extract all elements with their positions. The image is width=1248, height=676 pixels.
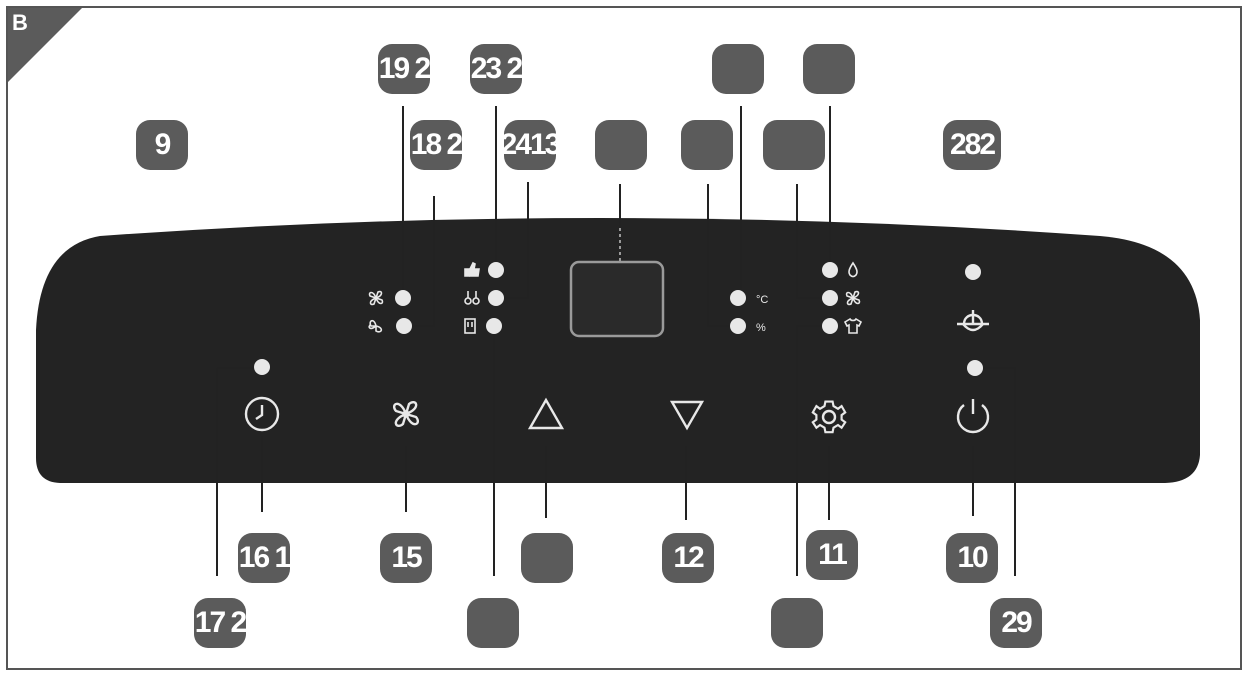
led-recommended — [488, 262, 504, 278]
led-dehumidify — [488, 290, 504, 306]
led-drop — [822, 262, 838, 278]
temp-unit-label: °C — [756, 294, 768, 306]
power-icon[interactable] — [956, 399, 990, 434]
callout-bottom-blank-2 — [467, 598, 519, 648]
corner-tab — [8, 8, 82, 82]
thumbs-up-icon — [464, 261, 480, 277]
callout-9: 9 — [136, 120, 188, 170]
callout-19: 19 2 — [378, 44, 430, 94]
callout-29: 29 — [990, 598, 1042, 648]
led-laundry — [822, 318, 838, 334]
callout-18: 18 2 — [410, 120, 462, 170]
callout-10: 10 — [946, 533, 998, 583]
humidity-unit-label: % — [756, 322, 766, 334]
callout-17: 17 2 — [194, 598, 246, 648]
led-tank-full — [486, 318, 502, 334]
dehumidify-icon — [464, 291, 480, 305]
timer-icon[interactable] — [244, 396, 280, 432]
callout-mid-blank-1 — [595, 120, 647, 170]
triangle-up-icon[interactable] — [527, 397, 565, 430]
lock-icon — [957, 310, 989, 332]
led-timer — [254, 359, 270, 375]
gear-icon[interactable] — [811, 400, 847, 434]
figure-corner-label: B — [12, 10, 28, 35]
led-temperature — [730, 290, 746, 306]
led-group — [254, 262, 983, 376]
triangle-down-icon[interactable] — [669, 400, 705, 431]
callout-15: 15 — [380, 533, 432, 583]
led-fan-high — [395, 290, 411, 306]
callout-16: 16 1 — [238, 533, 290, 583]
callout-bottom-blank-1 — [521, 533, 573, 583]
led-fan-mode — [822, 290, 838, 306]
callout-2413: 2413 — [504, 120, 556, 170]
fan-speed-icon[interactable] — [392, 400, 420, 428]
fan-low-icon — [368, 319, 383, 333]
leader-lines — [216, 106, 1016, 576]
panel-body — [36, 218, 1200, 483]
callout-12: 12 — [662, 533, 714, 583]
callout-mid-blank-2 — [681, 120, 733, 170]
callout-23: 23 2 — [470, 44, 522, 94]
water-drop-icon — [848, 261, 858, 278]
callout-top-blank-1 — [712, 44, 764, 94]
display-screen — [569, 260, 665, 338]
fan-mode-icon — [845, 290, 861, 306]
led-child-lock — [965, 264, 981, 280]
led-humidity — [730, 318, 746, 334]
callout-bottom-blank-3 — [771, 598, 823, 648]
callout-mid-blank-3 — [763, 120, 825, 170]
fan-high-icon — [368, 290, 384, 306]
callout-top-blank-2 — [803, 44, 855, 94]
tank-full-icon — [464, 318, 476, 334]
led-fan-low — [396, 318, 412, 334]
led-power — [967, 360, 983, 376]
shirt-icon — [843, 317, 863, 334]
callout-282: 282 — [943, 120, 1001, 170]
callout-11: 11 — [806, 530, 858, 580]
